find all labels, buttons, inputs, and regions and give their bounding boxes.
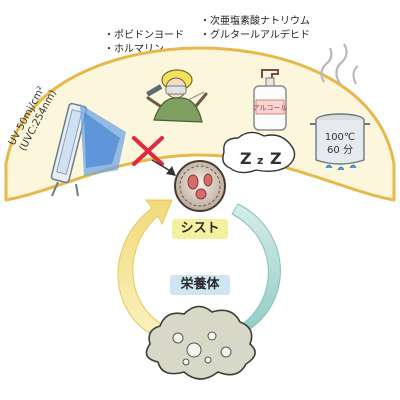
encystation-arrow xyxy=(117,199,181,345)
chemical-list-left: ・ポビドンヨード ・ホルマリン xyxy=(104,30,184,56)
cyst-cell-icon xyxy=(174,160,226,212)
chemical-formalin: ・ホルマリン xyxy=(104,44,164,55)
sleep-z-1: Z xyxy=(240,149,252,168)
pointer-arrow xyxy=(151,159,173,173)
alcohol-bottle-icon: アルコール xyxy=(253,69,288,131)
uv-lamp-icon xyxy=(50,102,126,197)
boiling-temperature: 100℃ xyxy=(325,132,355,143)
chemical-glutaraldehyde: ・グルタールアルデヒド xyxy=(200,30,310,41)
sleep-z-3: Z xyxy=(270,149,282,168)
boiling-pot-icon: 100℃ 60 分 xyxy=(310,43,370,171)
worker-spraying-icon xyxy=(146,69,208,123)
chemical-sodium-hypochlorite: ・次亜塩素酸ナトリウム xyxy=(200,16,310,27)
pointer-arrowhead xyxy=(166,166,176,176)
trophozoite-cell-icon xyxy=(145,305,256,380)
cross-mark-icon xyxy=(132,136,164,166)
alcohol-bottle-label: アルコール xyxy=(253,104,288,112)
sleep-bubble: Z z Z xyxy=(222,131,296,174)
trophozoite-stage-label: 栄養体 xyxy=(170,275,230,295)
chemical-list-right: ・次亜塩素酸ナトリウム ・グルタールアルデヒド xyxy=(200,16,310,42)
cyst-stage-label: シスト xyxy=(172,219,228,239)
sleep-z-2: z xyxy=(257,154,263,167)
chemical-povidone-iodine: ・ポビドンヨード xyxy=(104,30,184,41)
boiling-duration: 60 分 xyxy=(327,144,353,156)
